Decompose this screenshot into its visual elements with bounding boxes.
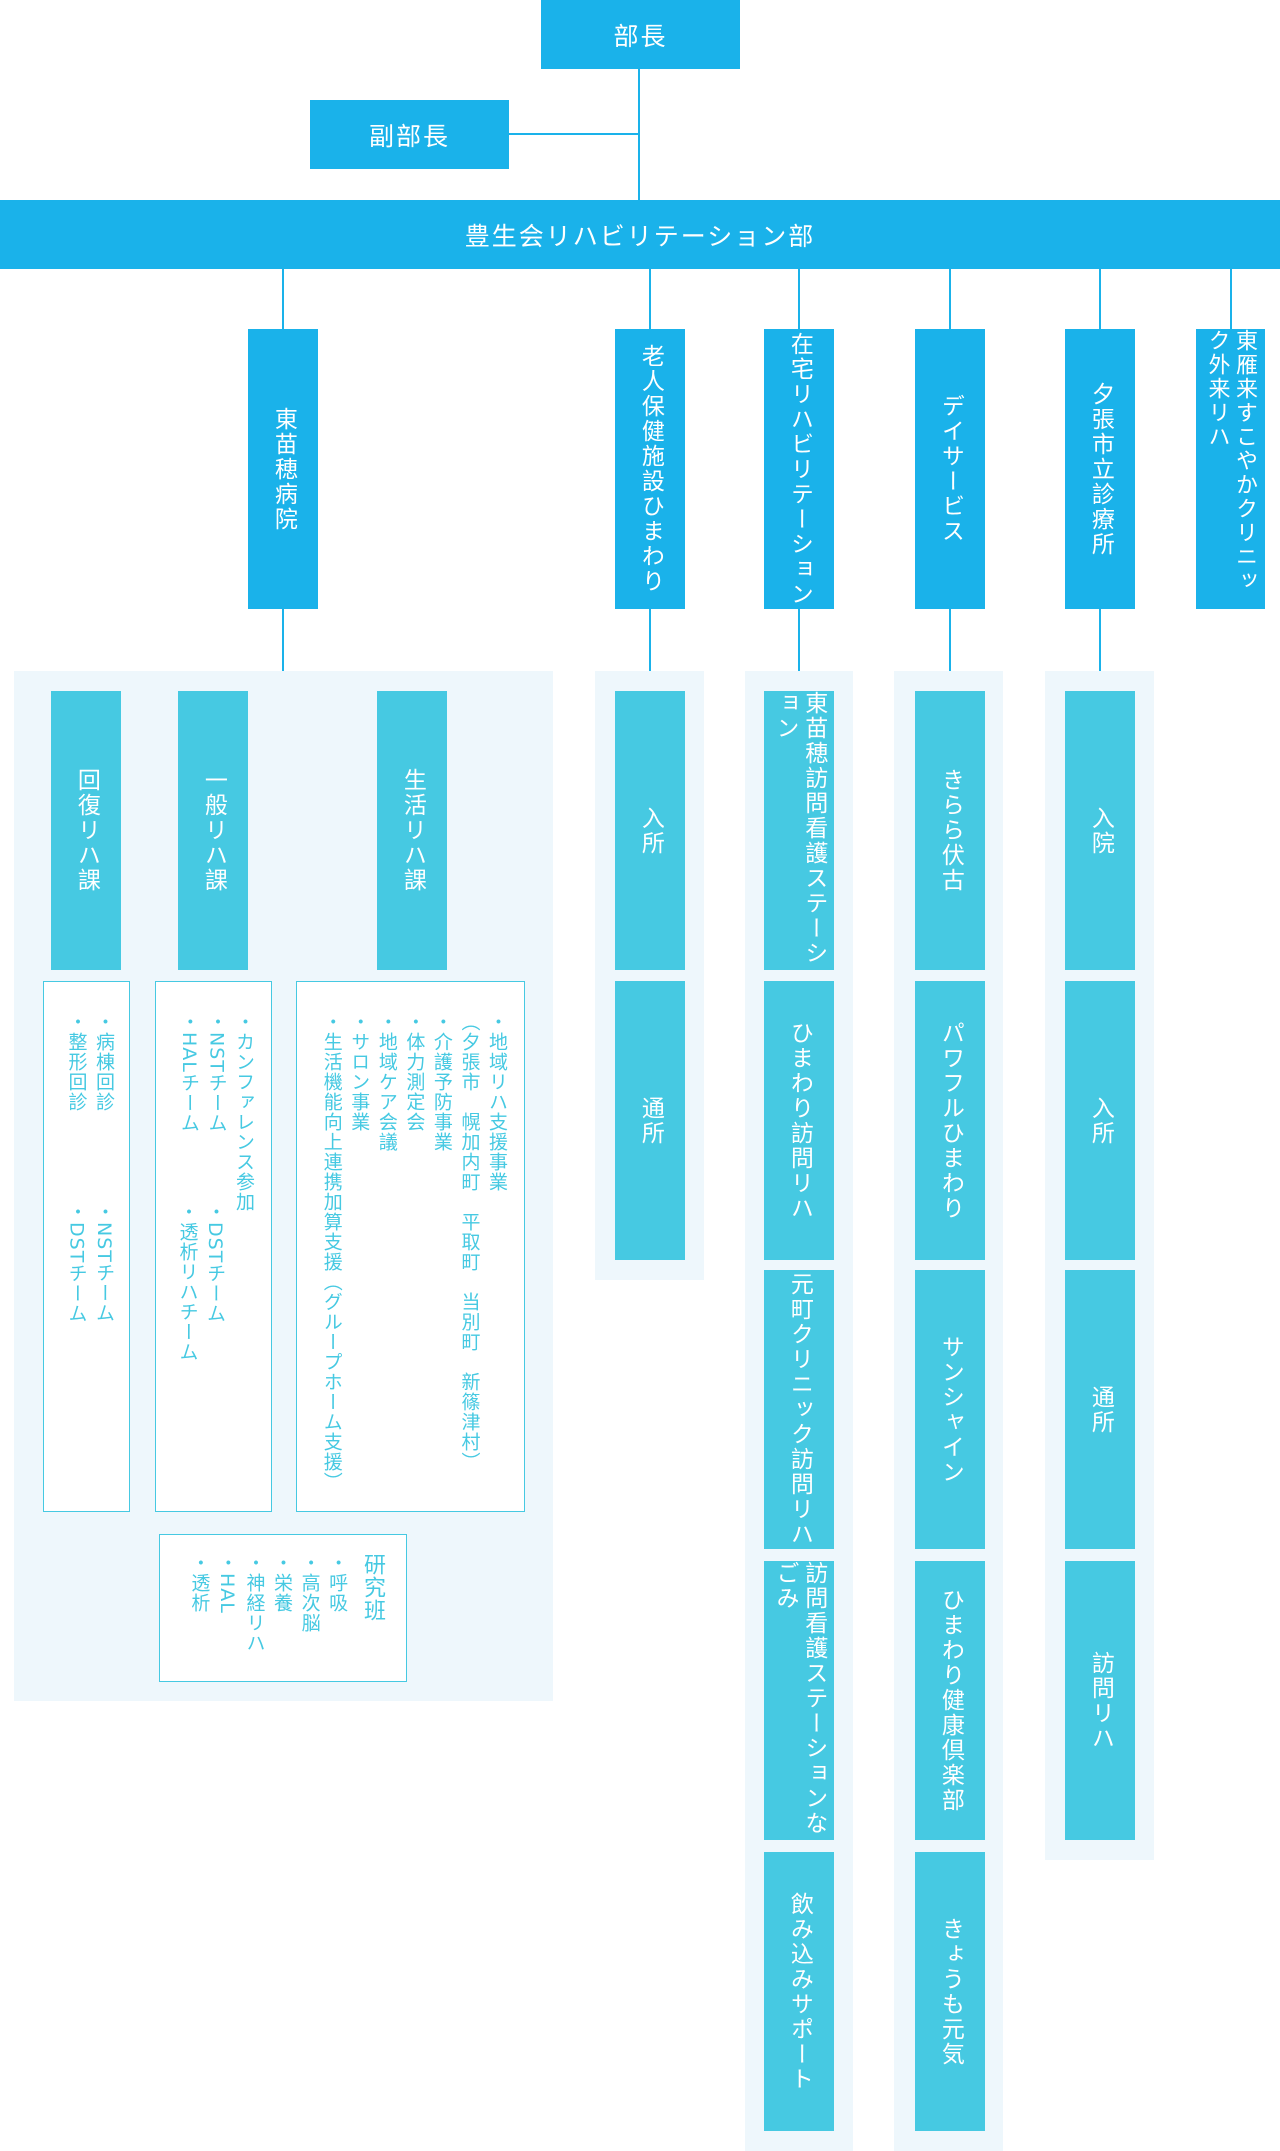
list-item: ・高次脳 (298, 1553, 321, 1633)
section-general-rehab: 一般リハ課 (178, 691, 248, 970)
column-higashikariki-clinic: 東雁来すこやかクリニック外来リハ (1196, 329, 1265, 609)
list-item: ・NSTチーム (205, 1012, 228, 1133)
list-item: ・HAL (215, 1553, 238, 1614)
item-list: ・DSTチーム ・透析リハチーム (173, 1202, 228, 1362)
research-group-box: 研究班 ・呼吸 ・高次脳 ・栄養 ・神経リハ ・HAL ・透析 (159, 1534, 407, 1682)
list-item: ・サロン事業 (348, 1012, 371, 1132)
item-list: ・病棟回診 ・整形回診 (62, 1012, 117, 1112)
sub-box: サンシャイン (915, 1270, 985, 1549)
list-item: ・介護予防事業 (430, 1012, 453, 1152)
column-himawari: 老人保健施設ひまわり (615, 329, 685, 609)
list-item: （夕張市 幌加内町 平取町 当別町 新篠津村） (458, 1012, 481, 1472)
research-title: 研究班 (360, 1553, 385, 1622)
column-day-service: デイサービス (915, 329, 985, 609)
list-item: ・生活機能向上連携加算支援（グループホーム支援） (320, 1012, 343, 1492)
department-bar: 豊生会リハビリテーション部 (0, 200, 1280, 269)
section-recovery-rehab: 回復リハ課 (51, 691, 121, 970)
list-item: ・カンファレンス参加 (233, 1012, 255, 1212)
list-item: ・体力測定会 (403, 1012, 426, 1132)
sub-box: 東苗穂訪問看護ステーション (764, 691, 834, 970)
sub-box: 飲み込みサポート (764, 1852, 834, 2131)
sub-box: 入院 (1065, 691, 1135, 970)
item-list: 研究班 ・呼吸 ・高次脳 ・栄養 ・神経リハ ・HAL ・透析 (185, 1553, 388, 1653)
list-item: ・呼吸 (326, 1553, 349, 1613)
life-rehab-list: ・地域リハ支援事業 （夕張市 幌加内町 平取町 当別町 新篠津村） ・介護予防事… (296, 981, 525, 1512)
sub-box: 通所 (615, 981, 685, 1260)
head-box: 部長 (541, 0, 740, 69)
list-item: ・透析リハチーム (176, 1202, 199, 1362)
list-item: ・整形回診 (65, 1012, 88, 1112)
list-item: ・病棟回診 (93, 1012, 115, 1112)
sub-box: 訪問リハ (1065, 1561, 1135, 1840)
list-item: ・地域リハ支援事業 (486, 1012, 508, 1192)
column-higashinaebo-hospital: 東苗穂病院 (248, 329, 318, 609)
item-list: ・カンファレンス参加 ・NSTチーム ・HALチーム (174, 1012, 257, 1212)
sub-box: 入所 (1065, 981, 1135, 1260)
connector (638, 69, 640, 200)
sub-box: 入所 (615, 691, 685, 970)
list-item: ・栄養 (271, 1553, 294, 1613)
section-life-rehab: 生活リハ課 (377, 691, 447, 970)
sub-box: きょうも元気 (915, 1852, 985, 2131)
list-item: ・DSTチーム (65, 1202, 88, 1324)
general-rehab-list: ・カンファレンス参加 ・NSTチーム ・HALチーム ・DSTチーム ・透析リハ… (155, 981, 272, 1512)
list-item: ・地域ケア会議 (375, 1012, 398, 1152)
item-list: ・NSTチーム ・DSTチーム (62, 1202, 117, 1323)
list-item: ・DSTチーム (204, 1202, 226, 1324)
list-item: ・透析 (188, 1553, 211, 1613)
column-yubari-clinic: 夕張市立診療所 (1065, 329, 1135, 609)
connector (509, 133, 639, 135)
deputy-head-box: 副部長 (310, 100, 509, 169)
list-item: ・HALチーム (177, 1012, 200, 1133)
column-home-rehab: 在宅リハビリテーション (764, 329, 834, 609)
sub-box: ひまわり訪問リハ (764, 981, 834, 1260)
list-item: ・NSTチーム (93, 1202, 115, 1323)
connector (1230, 269, 1232, 329)
sub-box: パワフルひまわり (915, 981, 985, 1260)
recovery-rehab-list: ・病棟回診 ・整形回診 ・NSTチーム ・DSTチーム (43, 981, 130, 1512)
list-item: ・神経リハ (243, 1553, 266, 1653)
sub-box: 元町クリニック訪問リハ (764, 1270, 834, 1549)
sub-box: 通所 (1065, 1270, 1135, 1549)
sub-box: 訪問看護ステーションなごみ (764, 1561, 834, 1840)
item-list: ・地域リハ支援事業 （夕張市 幌加内町 平取町 当別町 新篠津村） ・介護予防事… (317, 1012, 510, 1492)
sub-box: ひまわり健康倶楽部 (915, 1561, 985, 1840)
sub-box: きらら伏古 (915, 691, 985, 970)
